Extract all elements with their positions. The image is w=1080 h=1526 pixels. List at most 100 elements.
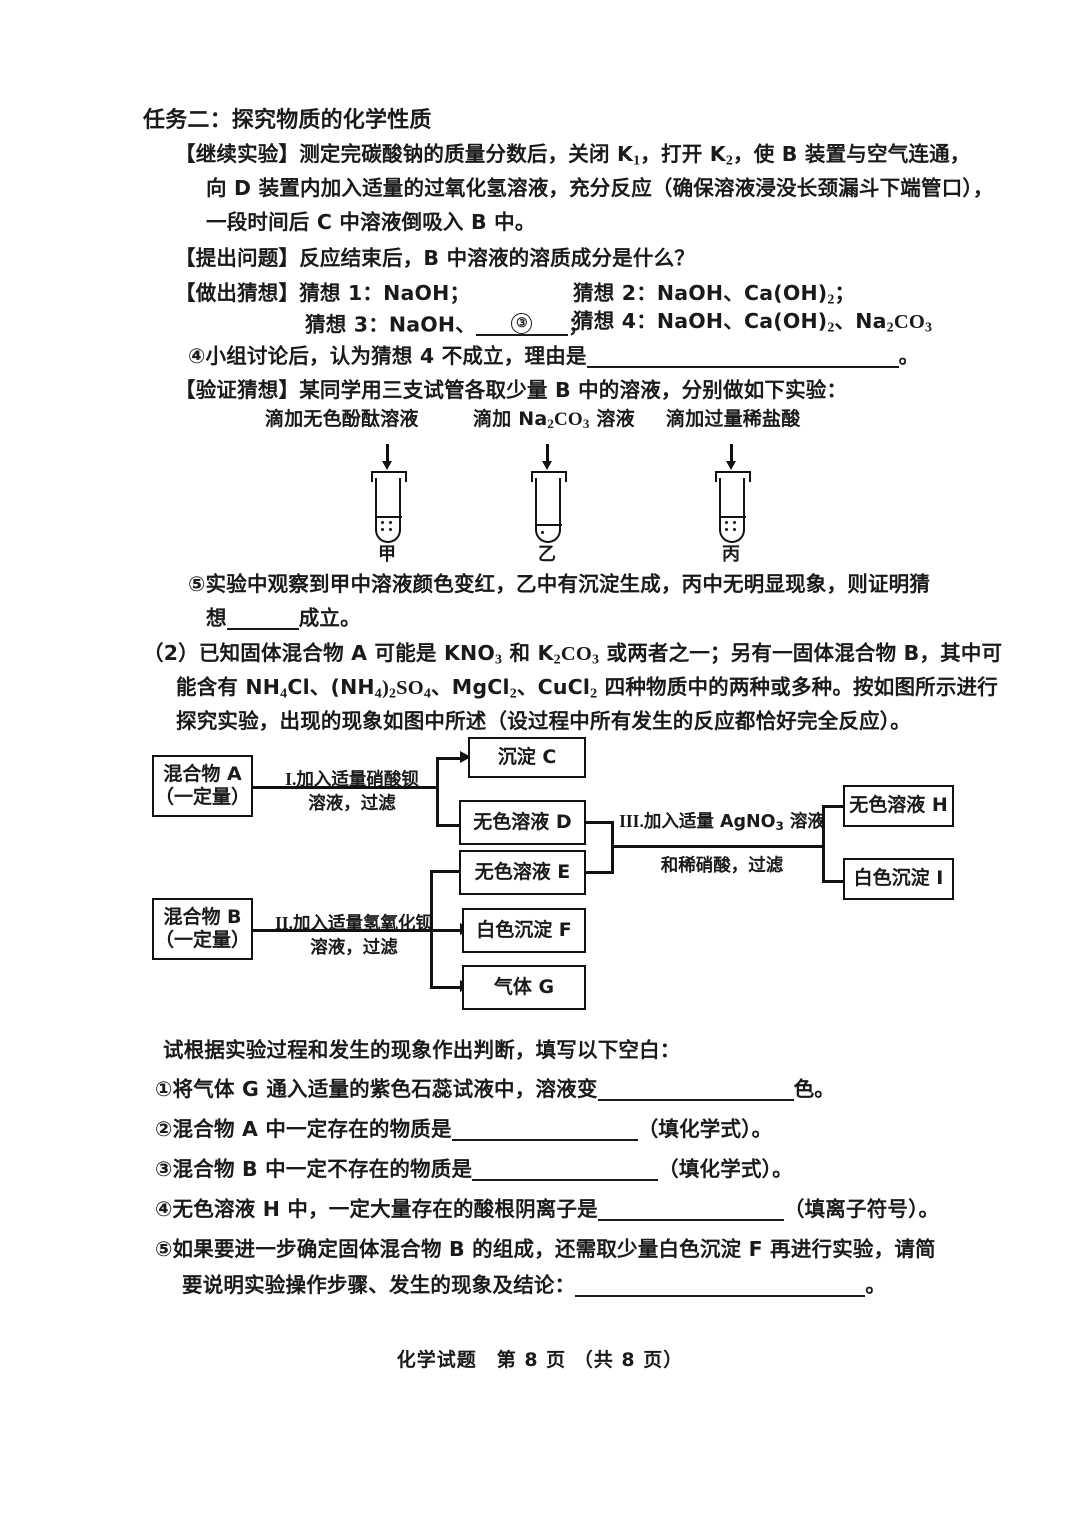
flow-box-mixture-a-line1: 混合物 A — [163, 762, 242, 785]
flow-arrow-to-c — [460, 751, 471, 763]
question-1: ①将气体 G 通入适量的紫色石蕊试液中，溶液变色。 — [155, 1079, 835, 1101]
item-5-line1: ⑤实验中观察到甲中溶液颜色变红，乙中有沉淀生成，丙中无明显现象，则证明猜 — [188, 572, 931, 596]
tube-1-caption: 滴加无色酚酞溶液 — [265, 408, 419, 430]
flow-step-2-label: II.加入适量氢氧化钡 溶液，过滤 — [256, 912, 452, 960]
section-2-text-c: CO — [560, 643, 592, 665]
section-2-l2-g: 四种物质中的两种或多种。按如图所示进行 — [597, 675, 998, 699]
tube-2-caption-sub-2: 3 — [582, 416, 590, 432]
guess-2: 猜想 2：NaOH、Ca(OH)2； — [573, 283, 855, 307]
kno3-subscript: 3 — [495, 652, 503, 668]
make-guess-tag: 【做出猜想】 — [175, 281, 300, 305]
flow-box-mixture-a-line2: （一定量） — [154, 786, 250, 808]
item-5-text-b: 成立。 — [298, 606, 361, 630]
guess-2-subscript: 2 — [827, 292, 835, 308]
flow-box-precipitate-i: 白色沉淀 I — [843, 858, 954, 900]
section-2-line2: 能含有 NH4Cl、(NH4)2SO4、MgCl2、CuCl2 四种物质中的两种… — [176, 677, 998, 701]
cucl2-subscript: 2 — [590, 686, 598, 702]
tube-3-liquid-level — [719, 516, 746, 518]
tube-3-arrow-shaft — [730, 444, 733, 464]
guess-3: 猜想 3：NaOH、③； — [305, 311, 589, 336]
tube-3-dot — [733, 521, 737, 525]
flow-step-3-label: III.加入适量 AgNO3 溶液 和稀硝酸，过滤 — [618, 810, 826, 878]
raise-question-text: 反应结束后，B 中溶液的溶质成分是什么？ — [299, 246, 695, 270]
tube-2-body — [535, 478, 561, 543]
question-5-answer-blank[interactable] — [575, 1275, 866, 1297]
verify-guess-line: 【验证猜想】某同学用三支试管各取少量 B 中的溶液，分别做如下实验： — [175, 380, 847, 402]
tube-2-caption-pre: 滴加 Na — [473, 408, 548, 430]
continue-experiment-text-a: 测定完碳酸钠的质量分数后，关闭 K — [299, 142, 634, 166]
guess-4-text-c: CO — [893, 311, 925, 333]
section-2-text-d: 或两者之一；另有一固体混合物 B，其中可 — [599, 641, 1003, 665]
tube-1-dot — [381, 521, 385, 525]
nh42so4-subscript-3: 4 — [423, 686, 432, 702]
tube-1-dot — [389, 521, 393, 525]
nh4cl-subscript: 4 — [280, 686, 288, 702]
item-4-answer-blank[interactable] — [586, 346, 899, 368]
question-1-text-a: ①将气体 G 通入适量的紫色石蕊试液中，溶液变 — [155, 1077, 598, 1101]
flow-step-1-label: I.加入适量硝酸钡 溶液，过滤 — [262, 768, 442, 816]
tube-2-arrow-head — [542, 461, 553, 470]
tube-3-label: 丙 — [722, 544, 741, 565]
flow-box-mixture-b: 混合物 B （一定量） — [152, 898, 253, 960]
page-footer: 化学试题 第 8 页 （共 8 页） — [396, 1349, 684, 1371]
tube-3-dot — [733, 528, 737, 532]
flow-line-a-out — [253, 786, 438, 789]
tube-1-body — [375, 478, 401, 543]
item-4-text: ④小组讨论后，认为猜想 4 不成立，理由是 — [188, 344, 587, 368]
tube-2-caption-sub-1: 2 — [547, 416, 554, 432]
continue-experiment-tag: 【继续实验】 — [175, 142, 300, 166]
question-3-answer-blank[interactable] — [472, 1159, 659, 1181]
tube-1-dot — [381, 528, 385, 532]
tube-1-dot — [389, 528, 393, 532]
continue-experiment-line3: 一段时间后 C 中溶液倒吸入 B 中。 — [206, 210, 536, 234]
item-5-answer-blank[interactable] — [226, 608, 299, 630]
guess-4-subscript-1: 2 — [827, 320, 835, 336]
section-2-text-a: （2）已知固体混合物 A 可能是 KNO — [143, 641, 496, 665]
question-5-text-b: 。 — [865, 1273, 887, 1297]
tube-3-arrow-head — [726, 461, 737, 470]
tube-1-liquid-level — [375, 516, 402, 518]
question-2-answer-blank[interactable] — [451, 1119, 638, 1141]
flow-step-3-line1-b: 溶液 — [783, 812, 825, 832]
flow-step-3-roman: III. — [619, 811, 644, 831]
flow-line-e-merge — [586, 871, 614, 874]
section-2-line1: （2）已知固体混合物 A 可能是 KNO3 和 K2CO3 或两者之一；另有一固… — [143, 643, 1002, 667]
k2co3-subscript-1: 2 — [553, 652, 561, 668]
flow-line-b-to-e — [430, 870, 462, 873]
continue-experiment-text-c: ，使 B 装置与空气连通， — [733, 142, 971, 166]
flow-line-step-3 — [611, 845, 825, 848]
k2co3-subscript-2: 3 — [591, 652, 600, 668]
question-5-line1: ⑤如果要进一步确定固体混合物 B 的组成，还需取少量白色沉淀 F 再进行实验，请… — [155, 1237, 936, 1261]
question-4-answer-blank[interactable] — [597, 1199, 784, 1221]
flow-box-solution-d: 无色溶液 D — [459, 800, 586, 845]
tube-2-dot — [541, 531, 545, 535]
tube-3-body — [719, 478, 745, 543]
section-2-line3: 探究实验，出现的现象如图中所述（设过程中所有发生的反应都恰好完全反应）。 — [176, 709, 911, 733]
question-5-line2: 要说明实验操作步骤、发生的现象及结论：。 — [182, 1275, 886, 1297]
guess-4: 猜想 4：NaOH、Ca(OH)2、Na2CO3 — [573, 311, 932, 335]
tube-3-dot — [725, 521, 729, 525]
flow-step-1-line2: 溶液，过滤 — [308, 793, 396, 814]
verify-guess-tag: 【验证猜想】 — [175, 378, 300, 402]
continue-experiment-line1: 【继续实验】测定完碳酸钠的质量分数后，关闭 K1，打开 K2，使 B 装置与空气… — [175, 144, 971, 168]
guess-4-text-a: 猜想 4：NaOH、Ca(OH) — [573, 309, 828, 333]
question-3-text-a: ③混合物 B 中一定不存在的物质是 — [155, 1157, 473, 1181]
mgcl2-subscript: 2 — [509, 686, 517, 702]
raise-question-line: 【提出问题】反应结束后，B 中溶液的溶质成分是什么？ — [175, 248, 695, 270]
tube-3-caption: 滴加过量稀盐酸 — [666, 408, 801, 430]
tube-1-arrow-head — [382, 461, 393, 470]
flow-line-b-to-f — [430, 929, 462, 932]
section-2-l2-f: 、CuCl — [516, 675, 591, 699]
question-1-answer-blank[interactable] — [597, 1079, 794, 1101]
question-2-text-a: ②混合物 A 中一定存在的物质是 — [155, 1117, 452, 1141]
guess-4-subscript-2: 2 — [886, 320, 894, 336]
flow-box-solution-e: 无色溶液 E — [459, 850, 586, 895]
k1-subscript: 1 — [633, 153, 641, 169]
guess-3-text-b: ； — [567, 312, 589, 337]
flow-box-solution-h: 无色溶液 H — [843, 785, 954, 827]
item-4-period: 。 — [898, 344, 920, 368]
question-2-text-b: （填化学式）。 — [637, 1117, 773, 1141]
flow-line-d-merge — [586, 821, 614, 824]
raise-question-tag: 【提出问题】 — [175, 246, 300, 270]
question-4-text-a: ④无色溶液 H 中，一定大量存在的酸根阴离子是 — [155, 1197, 598, 1221]
